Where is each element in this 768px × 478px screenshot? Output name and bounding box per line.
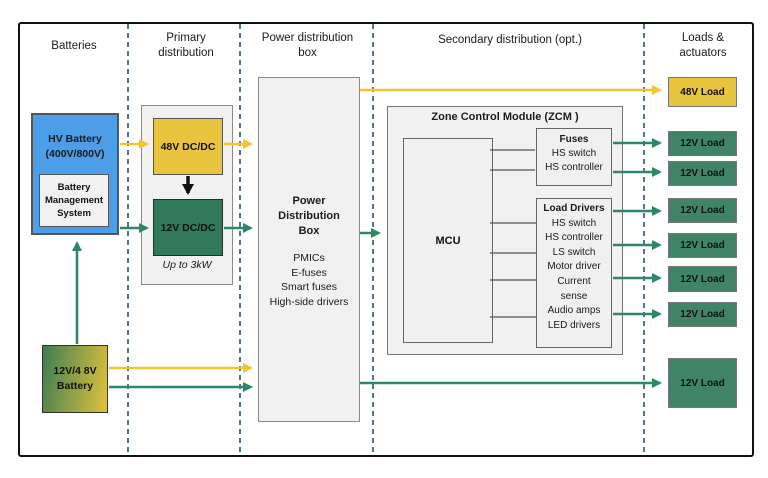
load-drivers-line: LS switch	[552, 246, 596, 258]
column-separator	[372, 24, 374, 455]
fuses-box: Fuses HS switch HS controller	[536, 128, 612, 186]
load-12v-box: 12V Load	[668, 198, 737, 223]
header-power-distribution-box: Power distribution box	[261, 32, 354, 59]
dcdc-12v-box: 12V DC/DC	[153, 199, 223, 256]
power-distribution-box	[258, 77, 360, 422]
column-separator	[643, 24, 645, 455]
load-drivers-title: Load Drivers	[543, 203, 605, 214]
battery-management-system-box: Battery Management System	[39, 174, 109, 227]
load-12v-box: 12V Load	[668, 233, 737, 258]
load-drivers-line: HS switch	[551, 217, 597, 229]
header-primary-distribution: Primary distribution	[158, 32, 214, 59]
diagram-frame	[18, 22, 754, 457]
column-separator	[127, 24, 129, 455]
mcu-box: MCU	[403, 138, 493, 343]
fuses-line: HS switch	[551, 148, 597, 159]
feature-line: E-fuses	[291, 266, 327, 279]
hv-battery-label: HV Battery (400V/800V)	[45, 133, 105, 160]
load-drivers-line: Motor driver	[547, 261, 601, 273]
load-drivers-box: Load Drivers HS switch HS controller LS …	[536, 198, 612, 348]
load-drivers-line: Audio amps	[547, 305, 601, 317]
load-drivers-line: sense	[560, 290, 588, 302]
feature-line: High-side drivers	[269, 295, 349, 308]
column-separator	[239, 24, 241, 455]
header-batteries: Batteries	[51, 40, 97, 52]
load-12v-box: 12V Load	[668, 131, 737, 156]
load-48v-box: 48V Load	[668, 77, 737, 107]
dcdc-48v-box: 48V DC/DC	[153, 118, 223, 175]
power-distribution-box-features: PMICs E-fuses Smart fuses High-side driv…	[258, 251, 360, 309]
load-12v-box: 12V Load	[668, 302, 737, 327]
load-12v-box: 12V Load	[668, 161, 737, 186]
load-drivers-line: LED drivers	[547, 319, 601, 331]
header-loads-actuators: Loads & actuators	[679, 32, 727, 59]
load-12v-box: 12V Load	[668, 266, 737, 292]
zone-control-module-title: Zone Control Module (ZCM )	[431, 111, 579, 123]
fuses-line: HS controller	[545, 162, 603, 173]
fuses-title: Fuses	[559, 134, 589, 145]
header-secondary-distribution: Secondary distribution (opt.)	[438, 34, 582, 46]
load-drivers-line: Current	[557, 275, 591, 287]
aux-battery-box: 12V/4 8V Battery	[42, 345, 108, 413]
power-rating-note: Up to 3kW	[162, 259, 212, 271]
feature-line: PMICs	[293, 252, 325, 264]
power-distribution-box-title: Power Distribution Box	[278, 195, 340, 237]
load-12v-bottom-box: 12V Load	[668, 358, 737, 408]
load-drivers-line: HS controller	[545, 232, 603, 244]
feature-line: Smart fuses	[280, 281, 338, 293]
